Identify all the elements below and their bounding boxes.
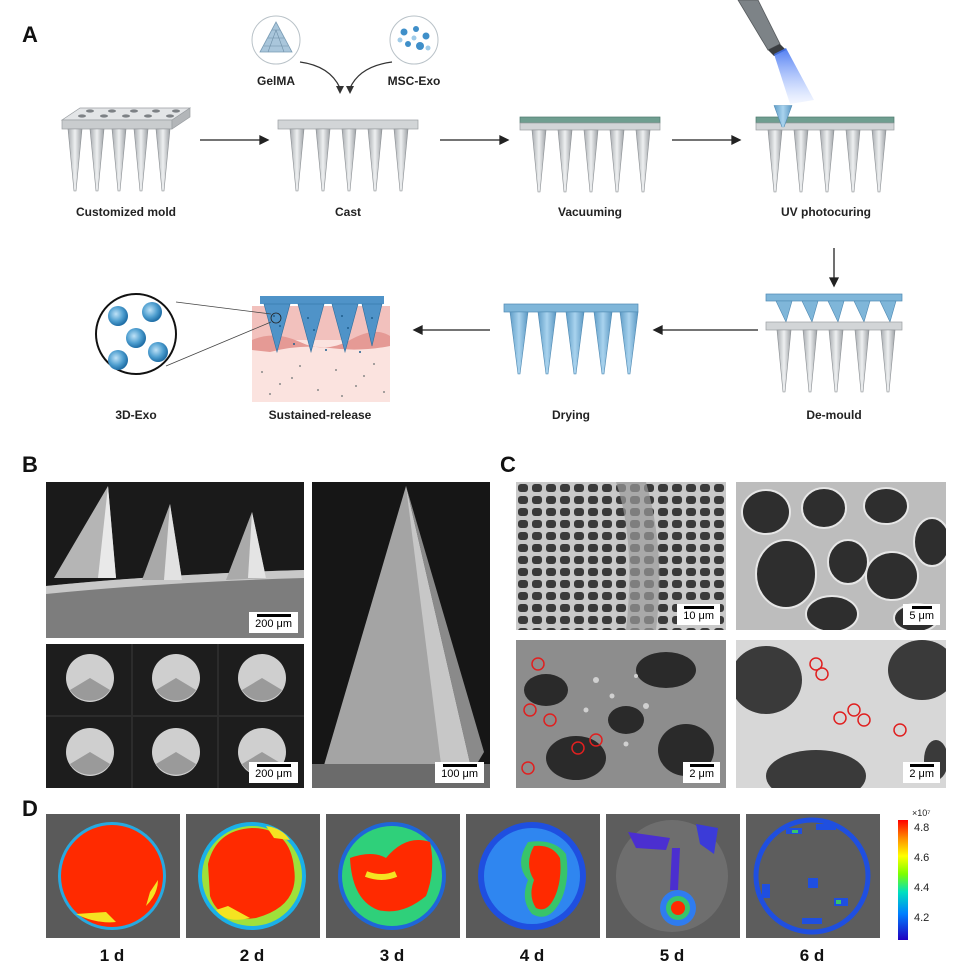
sem-image-single-needle: 100 μm: [312, 482, 490, 788]
day-label-2: 2 d: [239, 946, 265, 965]
scalebar-b2: 200 μm: [249, 762, 298, 783]
panel-label-c: C: [500, 452, 516, 477]
gelma-icon: [251, 15, 301, 65]
panel-label-a: A: [22, 22, 38, 47]
step-label-de-mould: De-mould: [806, 408, 862, 422]
colorbar-exponent: ×10⁷: [912, 808, 931, 818]
step-label-customized-mold: Customized mold: [75, 205, 177, 219]
vacuuming-illustration: [519, 116, 661, 193]
panel-label-d: D: [22, 796, 38, 821]
colorbar-tick-4.2: 4.2: [914, 912, 930, 924]
fluorescence-well-day-6: [746, 814, 880, 938]
uv-lamp-illustration: [737, 0, 814, 104]
sem-image-porous-10um: 10 μm: [516, 482, 726, 630]
step-label-vacuuming: Vacuuming: [557, 205, 623, 219]
sem-image-needle-array-side: 200 μm: [46, 482, 304, 638]
step-label-uv-photocuring: UV photocuring: [781, 205, 871, 219]
fluorescence-well-day-5: [606, 814, 740, 938]
colorbar: [898, 820, 908, 940]
colorbar-tick-4.8: 4.8: [914, 822, 930, 834]
scalebar-c3: 2 μm: [683, 762, 720, 783]
day-label-4: 4 d: [519, 946, 545, 965]
fluorescence-well-day-3: [326, 814, 460, 938]
sem-image-needle-array-top: 200 μm: [46, 644, 304, 788]
sem-image-exosome-loaded-b: 2 μm: [736, 640, 946, 788]
material-label-msc-exo: MSC-Exo: [387, 74, 441, 88]
fabrication-schematic: [60, 0, 903, 402]
scalebar-b1: 200 μm: [249, 612, 298, 633]
panel-label-b: B: [22, 452, 38, 477]
fluorescence-well-day-4: [466, 814, 600, 938]
exosome-magnifier: [95, 293, 272, 375]
step-label-drying: Drying: [551, 408, 591, 422]
scalebar-c4: 2 μm: [903, 762, 940, 783]
scalebar-c2: 5 μm: [903, 604, 940, 625]
sustained-release-illustration: [252, 296, 390, 402]
scalebar-b3: 100 μm: [435, 762, 484, 783]
step-label-3d-exo: 3D-Exo: [115, 408, 157, 422]
day-label-1: 1 d: [99, 946, 125, 965]
cast-illustration: [277, 119, 419, 192]
uv-photocuring-illustration: [755, 116, 895, 193]
day-label-5: 5 d: [659, 946, 685, 965]
customized-mold-illustration: [60, 107, 192, 192]
step-label-cast: Cast: [334, 205, 362, 219]
drying-illustration: [503, 303, 639, 375]
day-label-6: 6 d: [799, 946, 825, 965]
day-label-3: 3 d: [379, 946, 405, 965]
fluorescence-well-day-1: [46, 814, 180, 938]
colorbar-tick-4.6: 4.6: [914, 852, 930, 864]
msc-exo-icon: [389, 15, 439, 65]
fluorescence-well-day-2: [186, 814, 320, 938]
colorbar-tick-4.4: 4.4: [914, 882, 930, 894]
sem-image-exosome-loaded-a: 2 μm: [516, 640, 726, 788]
sem-image-porous-5um: 5 μm: [736, 482, 946, 630]
material-label-gelma: GelMA: [256, 74, 296, 88]
step-label-sustained-release: Sustained-release: [268, 408, 372, 422]
de-mould-illustration: [765, 105, 903, 393]
scalebar-c1: 10 μm: [677, 604, 720, 625]
